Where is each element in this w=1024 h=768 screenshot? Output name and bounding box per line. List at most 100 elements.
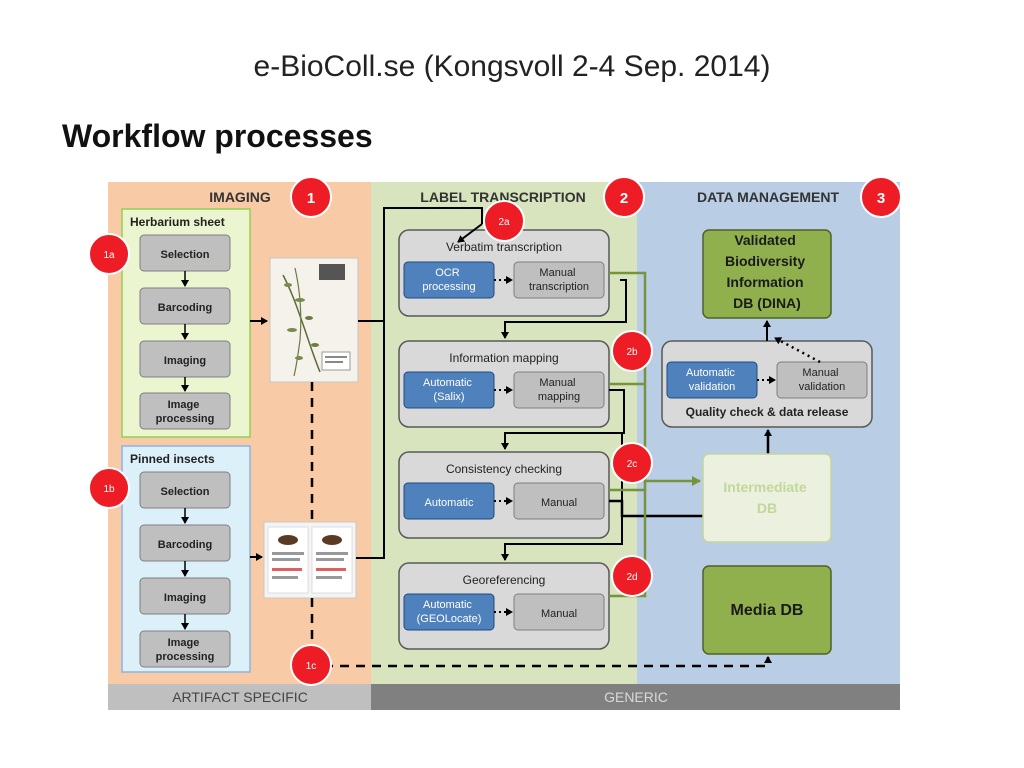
herbarium-title: Herbarium sheet (130, 215, 225, 229)
automatic-salix-label: Automatic (Salix) (423, 377, 475, 403)
pinned-insects-image (263, 521, 357, 599)
manual-transcription-line1: Manual (539, 267, 575, 279)
marker-1c (290, 644, 332, 686)
geolocate-label: Automatic (GEOLocate) (417, 599, 482, 625)
marker-2c-label: 2c (627, 459, 638, 470)
marker-1c-label: 1c (306, 661, 317, 672)
intermediate-db-line1: Intermediate (723, 479, 806, 495)
footer-generic (371, 684, 900, 710)
verbatim-transcription-title: Verbatim transcription (446, 240, 562, 254)
ocr-processing-label: OCR processing (422, 267, 475, 293)
automatic-salix-line2: (Salix) (433, 391, 464, 403)
intermediate-db-box (702, 453, 832, 543)
manual-validation-box (776, 361, 868, 399)
footer-artifact-specific (108, 684, 371, 710)
insects-title: Pinned insects (130, 452, 215, 466)
insects-image-processing-line2: processing (156, 651, 215, 663)
geolocate-line1: Automatic (423, 599, 472, 611)
manual-validation-label: Manual validation (799, 367, 845, 393)
imaging-heading: IMAGING (209, 189, 271, 205)
marker-2d-label: 2d (626, 572, 637, 583)
automatic-validation-line2: validation (689, 381, 735, 393)
georeferencing-title: Georeferencing (463, 573, 546, 587)
manual-validation-to-validated-dotted (774, 336, 821, 364)
manual-mapping-line1: Manual (539, 377, 575, 389)
green-verbatim-to-intermediate (609, 271, 647, 481)
marker-1a-label: 1a (103, 250, 115, 261)
quality-check-title: Quality check & data release (686, 405, 849, 419)
validated-db-line4: DB (DINA) (733, 295, 801, 311)
manual-validation-line2: validation (799, 381, 845, 393)
marker-2b (611, 330, 653, 372)
media-dashed-connector-lower (310, 598, 772, 668)
label-transcription-heading: LABEL TRANSCRIPTION (420, 189, 585, 205)
green-georef-to-intermediate (609, 481, 647, 598)
validated-db-box (702, 229, 832, 319)
marker-1 (290, 176, 332, 218)
footer-right-label: GENERIC (604, 689, 668, 705)
slide-title: e-BioColl.se (Kongsvoll 2-4 Sep. 2014) (253, 50, 771, 83)
ocr-line2: processing (422, 281, 475, 293)
marker-3 (860, 176, 902, 218)
insects-step-barcoding-label: Barcoding (158, 539, 212, 551)
marker-1-label: 1 (307, 190, 315, 207)
marker-2a (483, 200, 525, 242)
herbarium-image-to-transcription-line (356, 320, 385, 559)
herbarium-step-image-processing (139, 392, 231, 430)
consistency-manual-box (513, 482, 605, 520)
automatic-salix-line1: Automatic (423, 377, 472, 389)
insects-step-selection-label: Selection (161, 486, 210, 498)
georeferencing-manual-box (513, 593, 605, 631)
validated-db-line1: Validated (734, 232, 795, 248)
intermediate-db-line2: DB (757, 500, 777, 516)
manual-mapping-line2: mapping (538, 391, 580, 403)
marker-2c (611, 442, 653, 484)
media-db-box (702, 565, 832, 655)
manual-transcription-label: Manual transcription (529, 267, 589, 293)
marker-1b-label: 1b (103, 484, 115, 495)
footer-left-label: ARTIFACT SPECIFIC (172, 689, 308, 705)
flow-consistency-to-georef (501, 433, 623, 561)
insects-step-image-processing (139, 630, 231, 668)
marker-1a (88, 233, 130, 275)
herbarium-step-barcoding-label: Barcoding (158, 302, 212, 314)
marker-2b-label: 2b (626, 347, 638, 358)
marker-2-label: 2 (620, 190, 628, 207)
consistency-manual-label: Manual (541, 497, 577, 509)
insects-step-image-processing-label: Image processing (156, 637, 215, 663)
herbarium-step-selection-label: Selection (161, 249, 210, 261)
flow-mapping-to-consistency (501, 389, 625, 450)
manual-transcription-box (513, 261, 605, 299)
validated-db-label: Validated Biodiversity Information DB (D… (725, 232, 809, 311)
data-management-heading: DATA MANAGEMENT (697, 189, 840, 205)
insects-image-processing-line1: Image (168, 637, 200, 649)
manual-mapping-box (513, 371, 605, 409)
herbarium-step-imaging-label: Imaging (164, 355, 206, 367)
section-heading: Workflow processes (62, 118, 373, 154)
flow-verbatim-to-mapping (501, 279, 627, 339)
intermediate-db-label: Intermediate DB (723, 479, 810, 516)
validated-db-line3: Information (727, 274, 804, 290)
marker-2 (603, 176, 645, 218)
herbarium-image-processing-line2: processing (156, 413, 215, 425)
consistency-checking-title: Consistency checking (446, 462, 562, 476)
validated-db-line2: Biodiversity (725, 253, 805, 269)
consistency-automatic-label: Automatic (425, 497, 474, 509)
ocr-line1: OCR (435, 267, 460, 279)
flow-to-ocr (457, 223, 483, 243)
herbarium-step-image-processing-label: Image processing (156, 399, 215, 425)
marker-2d (611, 555, 653, 597)
geolocate-line2: (GEOLocate) (417, 613, 482, 625)
flow-into-verbatim (383, 207, 483, 321)
herbarium-sheet-image (269, 257, 359, 383)
manual-transcription-line2: transcription (529, 281, 589, 293)
marker-2a-label: 2a (498, 217, 510, 228)
information-mapping-title: Information mapping (449, 351, 558, 365)
manual-mapping-label: Manual mapping (538, 377, 580, 403)
insects-step-imaging-label: Imaging (164, 592, 206, 604)
automatic-validation-label: Automatic validation (686, 367, 738, 393)
manual-validation-line1: Manual (802, 367, 838, 379)
georeferencing-manual-label: Manual (541, 608, 577, 620)
marker-3-label: 3 (877, 190, 885, 207)
